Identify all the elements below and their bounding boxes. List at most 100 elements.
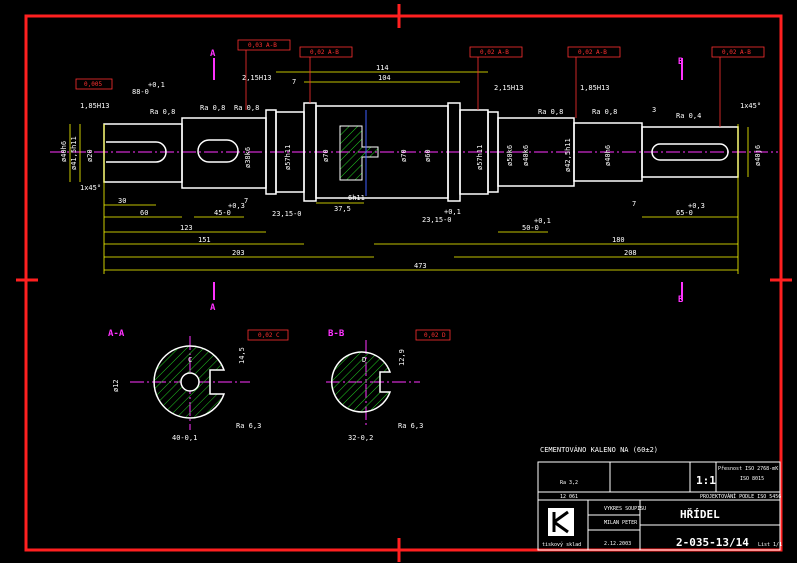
ra-2: Ra 0,8 xyxy=(200,104,225,112)
diameter-texts: ø40h6 ø41,5h11 ø20 ø38k6 ø57h11 ø70 ø70 … xyxy=(60,136,762,172)
dim-50: 50-0 xyxy=(522,224,539,232)
dia-70a: ø70 xyxy=(322,149,330,162)
chamfer-1: 1x45° xyxy=(80,184,101,192)
tol-sym-b: 0,02 D xyxy=(424,332,446,339)
dimension-lines xyxy=(69,71,749,274)
tol-runout-4: 0,02 A-B xyxy=(578,49,607,56)
section-b-label: B-B xyxy=(328,329,345,339)
dia-50: ø50k6 xyxy=(506,145,514,166)
chamfer-2: 1x45° xyxy=(740,102,761,110)
title-drawing-number: 2-035-13/14 xyxy=(676,536,749,549)
section-b-datum: D xyxy=(362,356,366,364)
dim-88-tol: +0,1 xyxy=(148,81,165,89)
title-sheet: List 1/1 xyxy=(758,542,782,548)
groove-4: 1,85H13 xyxy=(580,84,610,92)
groove-3: 2,15H13 xyxy=(494,84,524,92)
title-roughness: Ra 3,2 xyxy=(560,480,578,486)
dia-60: ø60 xyxy=(424,149,432,162)
title-project: PROJEKTOVÁNÍ PODLE ISO 5456 xyxy=(700,492,781,500)
tol-runout-5: 0,02 A-B xyxy=(722,49,751,56)
title-tol-std2: ISO 8015 xyxy=(740,476,764,482)
dia-20: ø20 xyxy=(86,149,94,162)
ra-4: Ra 0,8 xyxy=(538,108,563,116)
section-mark-b-top: B xyxy=(678,57,684,67)
section-a-label: A-A xyxy=(108,329,125,339)
section-b-height: 12,9 xyxy=(398,349,406,366)
partial-section xyxy=(339,110,379,196)
tol-runout-1: 0,03 A-B xyxy=(248,42,277,49)
dim-208: 208 xyxy=(624,249,637,257)
tol-flatness: 0,005 xyxy=(84,81,102,88)
dim-203: 203 xyxy=(232,249,245,257)
dim-7a: 7 xyxy=(244,197,248,205)
dim-23-15-a: 23,15-0 xyxy=(272,210,302,218)
title-block xyxy=(537,461,781,551)
section-b-view: B-B 32-0,2 12,9 Ra 6,3 D xyxy=(326,329,423,442)
dim-3: 3 xyxy=(652,106,656,114)
dim-7c: 7 xyxy=(632,200,636,208)
section-a-dia: ø12 xyxy=(112,379,120,392)
dimension-texts: 30 60 123 151 203 473 114 104 37,5 180 2… xyxy=(80,64,761,270)
title-company: tiskový sklad xyxy=(542,541,581,548)
groove-1: 1,85H13 xyxy=(80,102,110,110)
dia-57b: ø57h11 xyxy=(476,145,484,170)
dim-88: 88-0 xyxy=(132,88,149,96)
dim-23-tol: +0,1 xyxy=(444,208,461,216)
dim-151: 151 xyxy=(198,236,211,244)
ra-3: Ra 0,8 xyxy=(234,104,259,112)
section-a-datum: C xyxy=(188,356,192,364)
dia-57: ø57h11 xyxy=(284,145,292,170)
dim-45: 45-0 xyxy=(214,209,231,217)
dia-40c: ø40h6 xyxy=(604,145,612,166)
title-scale: 1:1 xyxy=(696,474,716,487)
dim-473: 473 xyxy=(414,262,427,270)
dim-65-tol: +0,3 xyxy=(688,202,705,210)
dim-45-tol: +0,3 xyxy=(228,202,245,210)
groove-2: 2,15H13 xyxy=(242,74,272,82)
tol-sym-a: 0,02 C xyxy=(258,332,280,339)
cutting-planes xyxy=(213,58,683,300)
hardening-note: CEMENTOVÁNO KALENO NA (60±2) xyxy=(540,445,658,454)
title-author: MILAN PETER xyxy=(604,520,638,526)
dim-30: 30 xyxy=(118,197,126,205)
dia-38: ø38k6 xyxy=(244,147,252,168)
title-date: 2.12.2003 xyxy=(604,541,631,547)
ra-5: Ra 0,8 xyxy=(592,108,617,116)
section-a-width: 40-0,1 xyxy=(172,434,197,442)
ra-6: Ra 0,4 xyxy=(676,112,701,120)
title-tol-std: Přesnost ISO 2768-mK xyxy=(718,465,778,472)
dim-180: 180 xyxy=(612,236,625,244)
dia-40: ø40h6 xyxy=(60,141,68,162)
dim-65: 65-0 xyxy=(676,209,693,217)
dim-7b: 7 xyxy=(292,78,296,86)
section-mark-a-bottom: A xyxy=(210,303,216,313)
dia-41: ø41,5h11 xyxy=(70,136,78,170)
section-b-width: 32-0,2 xyxy=(348,434,373,442)
title-name: HŘÍDEL xyxy=(680,508,720,521)
tolerance-frames xyxy=(75,39,765,341)
dim-123: 123 xyxy=(180,224,193,232)
tol-runout-3: 0,02 A-B xyxy=(480,49,509,56)
title-drew: VYKRES SOUPISU xyxy=(604,506,646,512)
key-1: 6h11 xyxy=(348,194,365,202)
tol-runout-2: 0,02 A-B xyxy=(310,49,339,56)
section-mark-a-top: A xyxy=(210,49,216,59)
dim-60: 60 xyxy=(140,209,148,217)
title-material: 12 061 xyxy=(560,494,578,500)
dia-42: ø42,5h11 xyxy=(564,138,572,172)
section-a-height: 14,5 xyxy=(238,347,246,364)
section-a-ra: Ra 6,3 xyxy=(236,422,261,430)
company-logo xyxy=(548,508,574,536)
dim-50-tol: +0,1 xyxy=(534,217,551,225)
dim-23-15-b: 23,15-0 xyxy=(422,216,452,224)
dim-114: 114 xyxy=(376,64,389,72)
dia-40b: ø40k6 xyxy=(522,145,530,166)
section-mark-b-bottom: B xyxy=(678,295,684,305)
drawing-frame xyxy=(16,4,792,562)
dim-37-5: 37,5 xyxy=(334,205,351,213)
dia-40d: ø40j6 xyxy=(754,145,762,166)
section-a-view: A-A 40-0,1 14,5 ø12 Ra 6,3 C xyxy=(108,329,261,442)
section-b-ra: Ra 6,3 xyxy=(398,422,423,430)
dim-104: 104 xyxy=(378,74,391,82)
dia-70b: ø70 xyxy=(400,149,408,162)
